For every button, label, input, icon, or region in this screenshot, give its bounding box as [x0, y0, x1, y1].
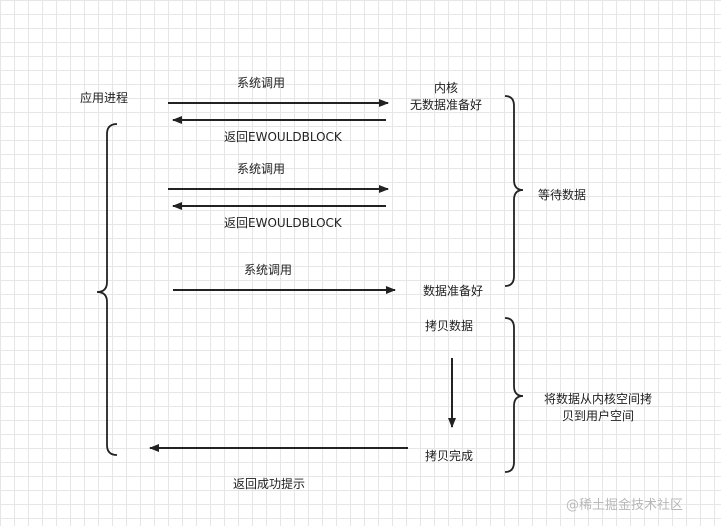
process-brace: [96, 123, 118, 456]
copy-desc-line-1: 将数据从内核空间拷: [543, 392, 653, 406]
no-data-ready-label: 无数据准备好: [409, 98, 483, 112]
watermark: @稀土掘金技术社区: [566, 498, 684, 513]
app-process-label: 应用进程: [80, 91, 129, 105]
copy-desc-line-2: 贝到用户空间: [561, 409, 635, 423]
copy-done-label: 拷贝完成: [425, 449, 474, 463]
copy-data-label: 拷贝数据: [425, 319, 474, 333]
data-ready-label: 数据准备好: [423, 284, 484, 298]
copy-data-brace: [504, 317, 524, 473]
wait-data-label: 等待数据: [538, 188, 587, 202]
return-success-label: 返回成功提示: [233, 477, 306, 491]
wait-data-brace: [504, 95, 524, 287]
ewouldblock-label-1: 返回EWOULDBLOCK: [224, 130, 342, 144]
syscall-label-1: 系统调用: [237, 76, 286, 90]
syscall-label-3: 系统调用: [244, 263, 293, 277]
kernel-label: 内核: [433, 81, 459, 95]
ewouldblock-label-2: 返回EWOULDBLOCK: [224, 216, 342, 230]
syscall-label-2: 系统调用: [237, 162, 286, 176]
